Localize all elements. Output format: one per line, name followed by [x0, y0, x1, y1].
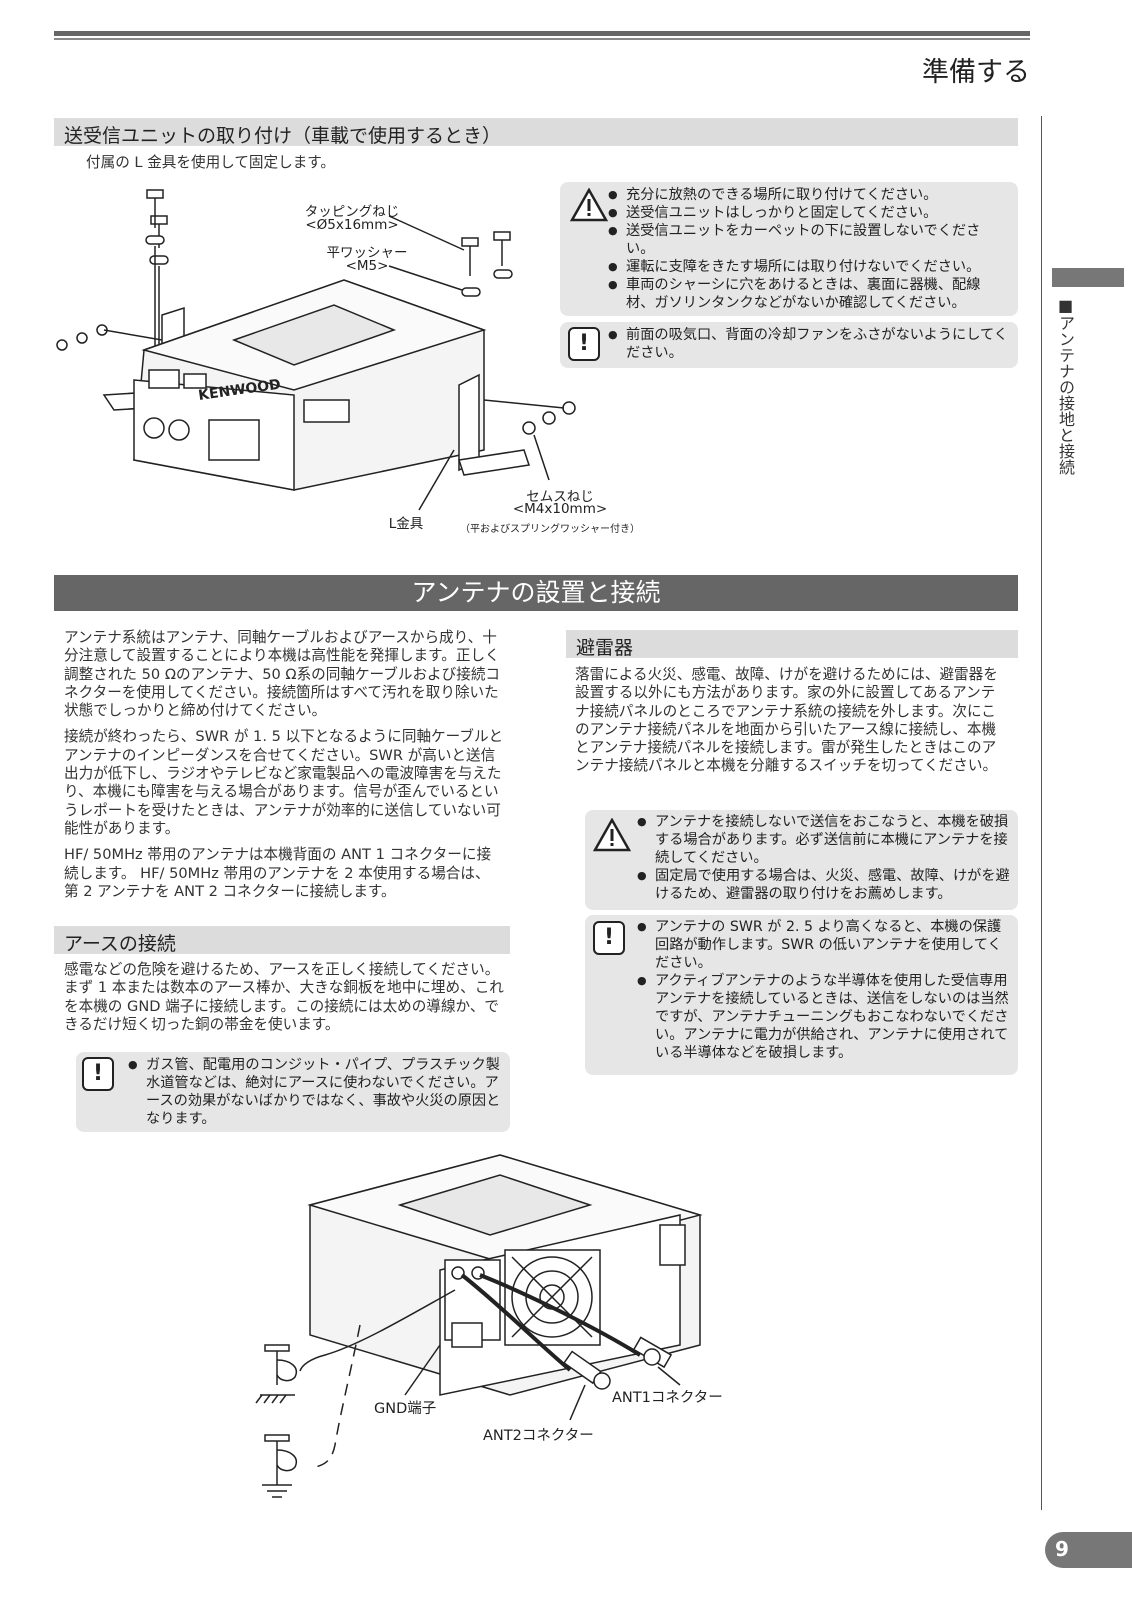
list-item: アンテナを接続しないで送信をおこなうと、本機を破損する場合があります。必ず送信前…	[637, 813, 1011, 867]
list-item: 充分に放熱のできる場所に取り付けてください。	[608, 186, 1008, 204]
list-item: 車両のシャーシに穴をあけるときは、裏面に器機、配線材、ガソリンタンクなどがないか…	[608, 276, 1008, 312]
rear-connection-diagram	[255, 1154, 703, 1498]
header-rule	[54, 31, 1030, 36]
antenna-paragraph: 接続が終わったら、SWR が 1. 5 以下となるように同軸ケーブルとアンテナの…	[64, 728, 504, 837]
lightning-caution-list: アンテナの SWR が 2. 5 より高くなると、本機の保護回路が動作します。S…	[637, 918, 1011, 1062]
page-number: 9	[1055, 1537, 1069, 1561]
ant1-connector-label: ANT1コネクター	[612, 1390, 723, 1406]
lightning-section-title: 避雷器	[576, 637, 634, 659]
side-tab-marker	[1052, 268, 1124, 287]
mount-warning-box: 充分に放熱のできる場所に取り付けてください。 送受信ユニットはしっかりと固定して…	[560, 182, 1018, 316]
caution-exclamation-icon: !	[82, 1057, 114, 1091]
warning-triangle-icon	[593, 818, 631, 852]
ground-section-header: アースの接続	[54, 926, 510, 955]
ground-caution-list: ガス管、配電用のコンジット・パイプ、プラスチック製水道管などは、絶対にアースに使…	[128, 1056, 502, 1128]
sems-screw-note: （平およびスプリングワッシャー付き）	[460, 524, 640, 535]
mount-section-title: 送受信ユニットの取り付け（車載で使用するとき）	[64, 125, 502, 147]
sems-screw-label: セムスねじ	[526, 489, 594, 505]
mount-section-header: 送受信ユニットの取り付け（車載で使用するとき）	[54, 118, 1018, 147]
sems-screw-size: <M4x10mm>	[512, 501, 608, 517]
list-item: 前面の吸気口、背面の冷却ファンをふさがないようにしてください。	[608, 326, 1008, 362]
antenna-body: アンテナ系統はアンテナ、同軸ケーブルおよびアースから成り、十分注意して設置するこ…	[64, 629, 504, 909]
page-heading: 準備する	[922, 57, 1030, 88]
list-item: ガス管、配電用のコンジット・パイプ、プラスチック製水道管などは、絶対にアースに使…	[128, 1056, 502, 1128]
side-tab-label: ■アンテナの接地と接続	[1056, 296, 1075, 475]
antenna-paragraph: アンテナ系統はアンテナ、同軸ケーブルおよびアースから成り、十分注意して設置するこ…	[64, 629, 501, 720]
mount-caution-list: 前面の吸気口、背面の冷却ファンをふさがないようにしてください。	[608, 326, 1008, 362]
margin-divider	[1041, 116, 1042, 1510]
list-item: アクティブアンテナのような半導体を使用した受信専用アンテナを接続しているときは、…	[637, 972, 1011, 1062]
tapping-screw-label: タッピングねじ	[304, 204, 400, 220]
lightning-paragraph: 落雷による火災、感電、故障、けがを避けるためには、避雷器を設置する以外にも方法が…	[575, 666, 998, 775]
mount-intro: 付属の L 金具を使用して固定します。	[86, 154, 336, 171]
ground-paragraph: 感電などの危険を避けるため、アースを正しく接続してください。まず 1 本または数…	[64, 961, 504, 1033]
lightning-warning-box: アンテナを接続しないで送信をおこなうと、本機を破損する場合があります。必ず送信前…	[585, 810, 1018, 910]
tapping-screw-size: <Ø5x16mm>	[305, 217, 399, 233]
list-item: 送受信ユニットをカーペットの下に設置しないでください。	[608, 222, 1008, 258]
lightning-caution-box: ! アンテナの SWR が 2. 5 より高くなると、本機の保護回路が動作します…	[585, 915, 1018, 1075]
gnd-terminal-label: GND端子	[374, 1401, 437, 1417]
page-number-badge	[1045, 1532, 1132, 1568]
flat-washer-size: <M5>	[345, 258, 389, 274]
list-item: 送受信ユニットはしっかりと固定してください。	[608, 204, 1008, 222]
list-item: 運転に支障をきたす場所には取り付けないでください。	[608, 258, 1008, 276]
ant2-connector-label: ANT2コネクター	[483, 1428, 594, 1444]
list-item: 固定局で使用する場合は、火災、感電、故障、けがを避けるため、避雷器の取り付けをお…	[637, 867, 1011, 903]
antenna-paragraph: HF/ 50MHz 帯用のアンテナは本機背面の ANT 1 コネクターに接続しま…	[64, 846, 492, 900]
mount-caution-box: ! 前面の吸気口、背面の冷却ファンをふさがないようにしてください。	[560, 322, 1018, 368]
header-rule-thin	[54, 38, 1030, 40]
list-item: アンテナの SWR が 2. 5 より高くなると、本機の保護回路が動作します。S…	[637, 918, 1011, 972]
warning-triangle-icon	[570, 188, 608, 222]
ground-section-title: アースの接続	[64, 933, 176, 955]
antenna-section-title: アンテナの設置と接続	[54, 575, 1018, 611]
caution-exclamation-icon: !	[568, 327, 600, 361]
lightning-warning-list: アンテナを接続しないで送信をおこなうと、本機を破損する場合があります。必ず送信前…	[637, 813, 1011, 903]
mounting-diagram: KENWOOD	[56, 189, 576, 511]
ground-caution-box: ! ガス管、配電用のコンジット・パイプ、プラスチック製水道管などは、絶対にアース…	[76, 1052, 510, 1132]
flat-washer-label: 平ワッシャー	[326, 245, 408, 261]
l-bracket-label: L金具	[388, 516, 424, 532]
lightning-section-header: 避雷器	[566, 630, 1018, 659]
mount-warning-list: 充分に放熱のできる場所に取り付けてください。 送受信ユニットはしっかりと固定して…	[608, 186, 1008, 312]
caution-exclamation-icon: !	[593, 921, 625, 955]
